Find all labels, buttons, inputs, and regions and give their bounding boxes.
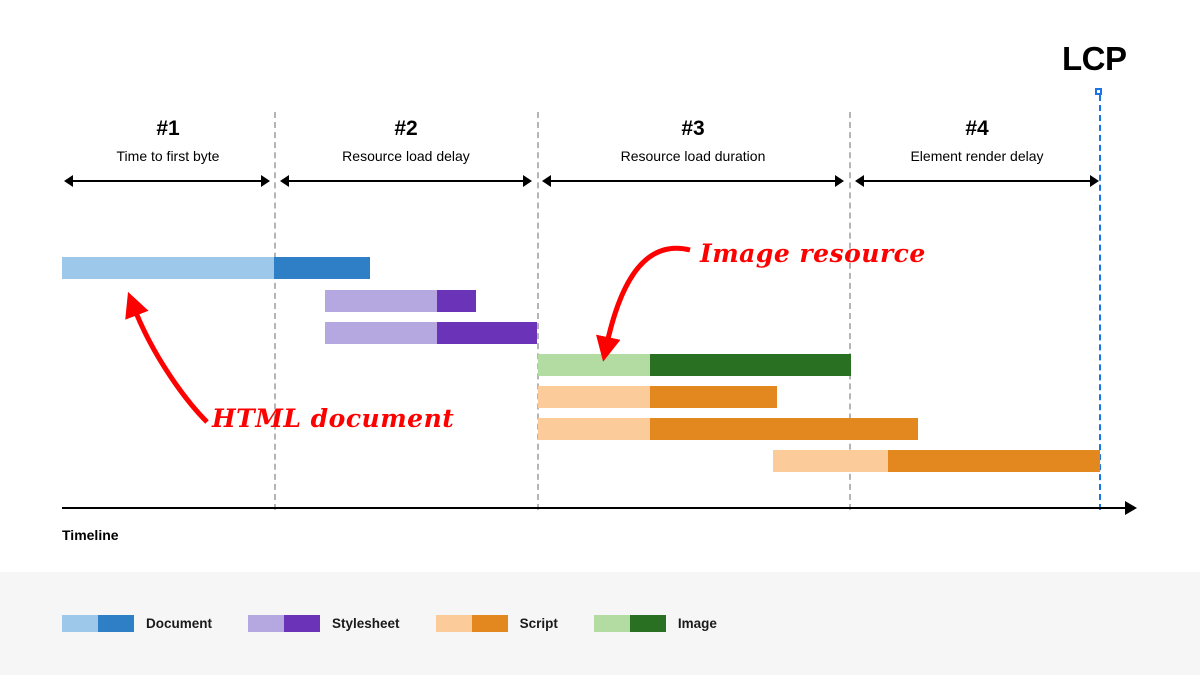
- html-document-arrow-icon: [125, 291, 209, 424]
- legend-label: Script: [519, 616, 558, 631]
- resource-bar-script-7[interactable]: [773, 450, 1100, 472]
- arrow-shaft: [861, 180, 1093, 182]
- bar-segment-download: [888, 450, 1100, 472]
- bar-segment-download: [437, 322, 537, 344]
- legend-swatch-script-icon: [435, 615, 508, 632]
- arrow-head-right-icon: [261, 175, 270, 187]
- phase-1-span-arrow: [64, 175, 270, 187]
- legend-swatch-document-icon: [62, 615, 134, 632]
- legend: Document Stylesheet Script Image: [62, 615, 753, 632]
- arrow-shaft: [70, 180, 264, 182]
- phase-1-name: Time to first byte: [116, 148, 220, 164]
- arrow-head-left-icon: [542, 175, 551, 187]
- timeline-axis-label: Timeline: [62, 527, 119, 543]
- phase-4-name: Element render delay: [910, 148, 1044, 164]
- resource-bar-script-5[interactable]: [538, 386, 777, 408]
- bar-segment-wait: [773, 450, 888, 472]
- legend-label: Stylesheet: [332, 616, 400, 631]
- annotation-html-document: HTML document: [212, 404, 455, 433]
- timeline-axis-arrow-icon: [1125, 501, 1137, 515]
- phase-3-number: #3: [681, 117, 705, 140]
- phase-4-span-arrow: [855, 175, 1099, 187]
- legend-swatch-stylesheet-icon: [248, 615, 321, 632]
- arrow-head-right-icon: [1090, 175, 1099, 187]
- resource-bar-document-1[interactable]: [62, 257, 370, 279]
- arrow-head-right-icon: [835, 175, 844, 187]
- phase-divider-1: [274, 112, 276, 510]
- arrow-head-left-icon: [280, 175, 289, 187]
- bar-segment-wait: [538, 386, 650, 408]
- phase-3-span-arrow: [542, 175, 844, 187]
- phase-4-number: #4: [965, 117, 989, 140]
- phase-3-name: Resource load duration: [620, 148, 766, 164]
- arrow-head-right-icon: [523, 175, 532, 187]
- lcp-marker-knob: [1095, 88, 1102, 95]
- arrow-head-left-icon: [64, 175, 73, 187]
- legend-item-script[interactable]: Script: [435, 615, 558, 632]
- phase-divider-3: [849, 112, 851, 510]
- phase-2-span-arrow: [280, 175, 532, 187]
- phase-1-number: #1: [156, 117, 180, 140]
- lcp-label: LCP: [1062, 40, 1127, 77]
- arrow-shaft: [548, 180, 838, 182]
- phase-2-number: #2: [394, 117, 418, 140]
- bar-segment-wait: [325, 322, 437, 344]
- phase-2: #2 Resource load delay: [280, 118, 532, 163]
- phase-1: #1 Time to first byte: [62, 118, 274, 163]
- timeline-axis: [62, 507, 1127, 509]
- phase-4: #4 Element render delay: [855, 118, 1099, 163]
- legend-item-stylesheet[interactable]: Stylesheet: [248, 615, 400, 632]
- bar-segment-download: [650, 386, 777, 408]
- arrow-head-left-icon: [855, 175, 864, 187]
- phase-2-name: Resource load delay: [342, 148, 470, 164]
- legend-label: Document: [146, 616, 213, 631]
- bar-segment-wait: [538, 354, 650, 376]
- image-resource-arrow-icon: [596, 245, 691, 362]
- annotation-image-resource: Image resource: [700, 239, 926, 268]
- bar-segment-wait: [62, 257, 274, 279]
- legend-swatch-image-icon: [593, 615, 666, 632]
- bar-segment-download: [650, 418, 918, 440]
- arrow-shaft: [286, 180, 526, 182]
- resource-bar-stylesheet-3[interactable]: [325, 322, 537, 344]
- phase-3: #3 Resource load duration: [542, 118, 844, 163]
- legend-item-document[interactable]: Document: [62, 615, 212, 632]
- phase-divider-2: [537, 112, 539, 510]
- lcp-marker-line: [1099, 95, 1101, 510]
- resource-bar-stylesheet-2[interactable]: [325, 290, 476, 312]
- legend-label: Image: [677, 616, 717, 631]
- legend-item-image[interactable]: Image: [593, 615, 717, 632]
- bar-segment-download: [650, 354, 851, 376]
- bar-segment-wait: [538, 418, 650, 440]
- resource-bar-image-4[interactable]: [538, 354, 851, 376]
- resource-bar-script-6[interactable]: [538, 418, 918, 440]
- bar-segment-download: [437, 290, 476, 312]
- bar-segment-download: [274, 257, 370, 279]
- bar-segment-wait: [325, 290, 437, 312]
